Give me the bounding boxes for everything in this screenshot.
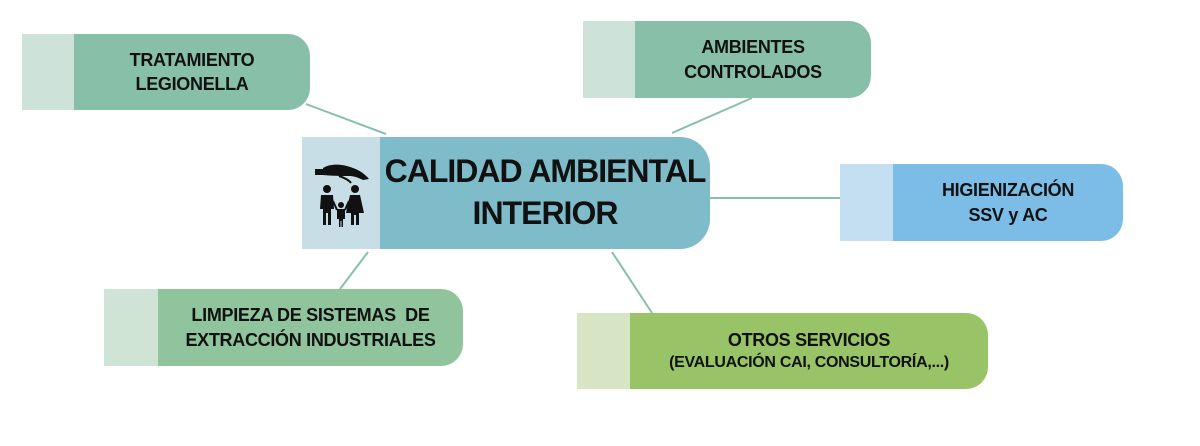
node-tab xyxy=(577,313,630,389)
center-node-label: CALIDAD AMBIENTAL INTERIOR xyxy=(380,137,710,249)
node-label: AMBIENTES CONTROLADOS xyxy=(635,21,871,98)
connector-limpieza xyxy=(339,251,369,290)
node-tratamiento-legionella: TRATAMIENTO LEGIONELLA xyxy=(22,34,310,110)
center-line-2: INTERIOR xyxy=(472,195,619,231)
center-node: CALIDAD AMBIENTAL INTERIOR xyxy=(302,137,710,249)
node-line-2: LEGIONELLA xyxy=(135,74,249,94)
node-otros-servicios: OTROS SERVICIOS (EVALUACIÓN CAI, CONSULT… xyxy=(577,313,988,389)
node-line-1: TRATAMIENTO xyxy=(129,49,255,70)
node-line-1: AMBIENTES xyxy=(701,37,805,58)
node-label: OTROS SERVICIOS (EVALUACIÓN CAI, CONSULT… xyxy=(630,313,988,389)
node-limpieza-sistemas: LIMPIEZA DE SISTEMAS DE EXTRACCIÓN INDUS… xyxy=(104,289,463,366)
node-line-1: HIGIENIZACIÓN xyxy=(941,180,1075,201)
node-higienizacion: HIGIENIZACIÓN SSV y AC xyxy=(840,164,1123,241)
node-tab xyxy=(840,164,893,241)
connector-ambientes xyxy=(671,97,753,134)
node-label: TRATAMIENTO LEGIONELLA xyxy=(74,34,310,110)
node-line-1: LIMPIEZA DE SISTEMAS DE xyxy=(191,305,430,326)
node-tab xyxy=(22,34,74,110)
node-line-2: SSV y AC xyxy=(968,204,1048,225)
node-label: HIGIENIZACIÓN SSV y AC xyxy=(893,164,1123,241)
center-line-1: CALIDAD AMBIENTAL xyxy=(384,153,707,190)
node-ambientes-controlados: AMBIENTES CONTROLADOS xyxy=(583,21,871,98)
node-tab xyxy=(583,21,635,98)
connector-legionella xyxy=(305,103,387,135)
connector-otros xyxy=(611,251,653,314)
family-protection-icon xyxy=(315,164,369,227)
node-line-2: EXTRACCIÓN INDUSTRIALES xyxy=(185,329,436,350)
node-tab xyxy=(104,289,158,366)
center-node-tab xyxy=(302,137,380,249)
node-line-2: CONTROLADOS xyxy=(684,61,822,82)
node-line-2: (EVALUACIÓN CAI, CONSULTORÍA,...) xyxy=(669,354,949,372)
node-line-1: OTROS SERVICIOS xyxy=(727,330,891,351)
node-label: LIMPIEZA DE SISTEMAS DE EXTRACCIÓN INDUS… xyxy=(158,289,463,366)
